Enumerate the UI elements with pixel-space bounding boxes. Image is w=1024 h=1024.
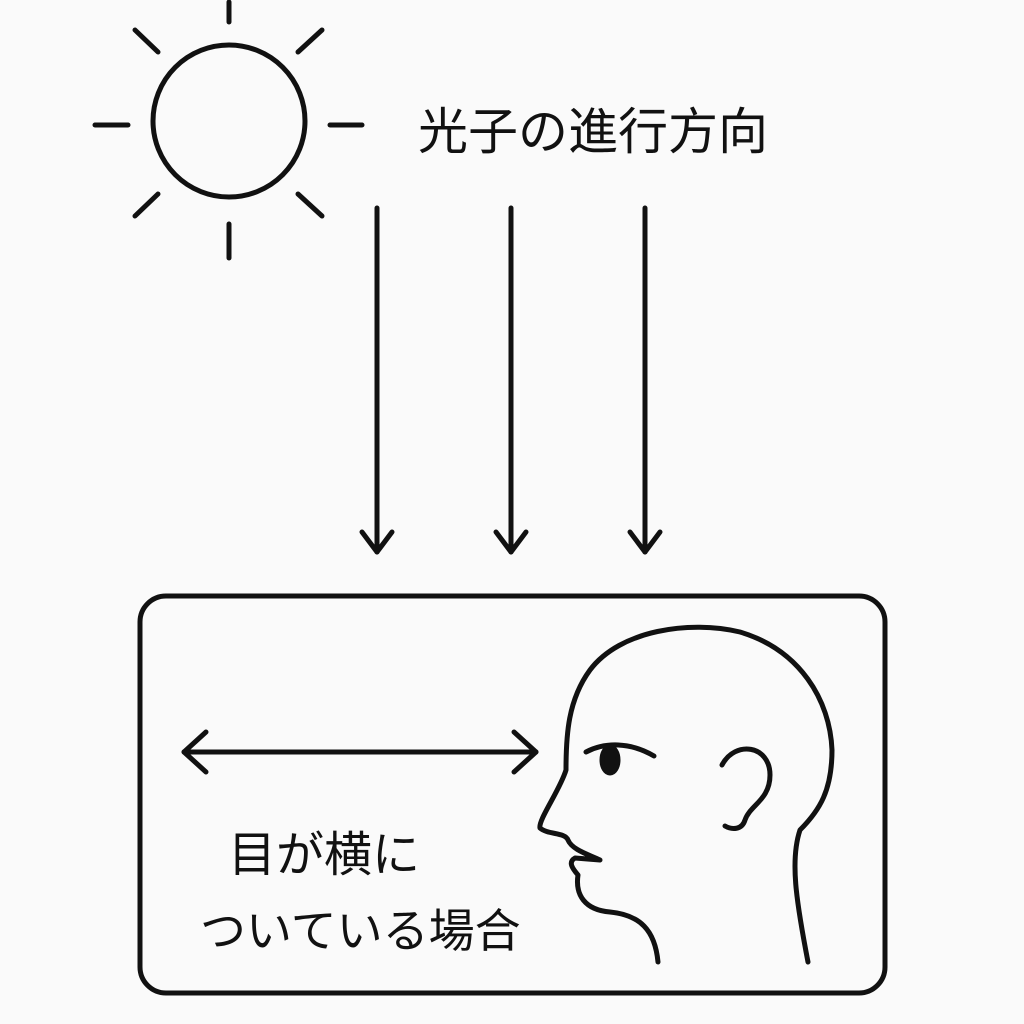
sun-icon — [92, 0, 365, 261]
photon-direction-title: 光子の進行方向 — [418, 103, 768, 161]
photon-arrow-3 — [627, 205, 663, 555]
scenario-box — [137, 593, 888, 996]
head-profile-icon — [537, 624, 835, 965]
double-arrow-icon — [181, 729, 539, 775]
photon-arrow-2 — [493, 205, 529, 555]
photon-arrow-1 — [359, 205, 395, 555]
box-label-line2: ついている場合 — [200, 904, 521, 958]
box-label-line1: 目が横に — [228, 827, 421, 883]
